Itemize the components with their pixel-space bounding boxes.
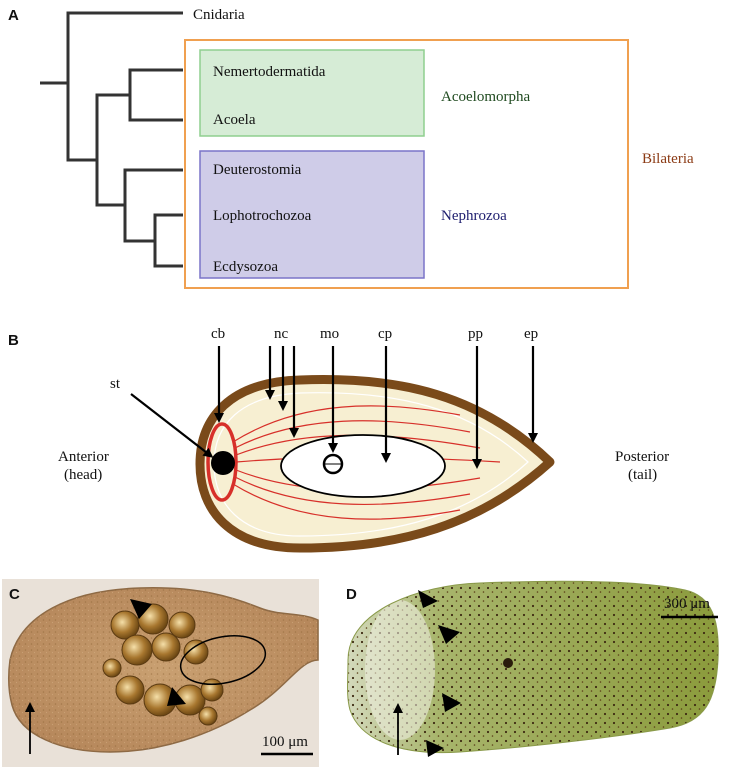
panel-c-letter: C (9, 586, 20, 603)
panel-a-letter: A (8, 7, 19, 24)
arrowhead-marker (130, 599, 152, 619)
taxon-nemertodermatida: Nemertodermatida (213, 64, 326, 80)
panel-a: A Cnidaria Nemertodermatida Acoela Deute… (8, 7, 694, 289)
nephrozoa-box (199, 150, 425, 279)
panel-b: B cb nc mo cp pp ep st (8, 326, 669, 553)
label-posterior-tail: (tail) (628, 467, 657, 483)
taxon-acoela: Acoela (213, 112, 256, 128)
label-pp: pp (468, 326, 483, 342)
pointer-arrows (130, 346, 538, 469)
label-st: st (110, 376, 121, 392)
taxon-lophotrochozoa: Lophotrochozoa (213, 208, 312, 224)
label-anterior: Anterior (58, 449, 109, 465)
label-mo: mo (320, 326, 339, 342)
label-cb: cb (211, 326, 225, 342)
scale-label-c: 100 μm (262, 734, 308, 750)
panel-d-letter: D (346, 586, 357, 603)
micrograph-c (7, 587, 319, 753)
taxon-deuterostomia: Deuterostomia (213, 162, 302, 178)
group-bilateria: Bilateria (642, 151, 694, 167)
label-nc: nc (274, 326, 289, 342)
central-parenchyma (280, 434, 446, 498)
panel-c: C 100 μm (2, 579, 319, 767)
label-ep: ep (524, 326, 538, 342)
acoelomorpha-box (199, 49, 425, 137)
phylogenetic-tree (40, 11, 183, 268)
arrowhead-marker (438, 625, 460, 644)
arrowhead-marker (442, 693, 461, 712)
group-nephrozoa: Nephrozoa (441, 208, 507, 224)
statocyst (211, 451, 235, 475)
bilateria-box (184, 39, 629, 289)
arrowhead-marker (426, 740, 444, 757)
arrowhead-marker (418, 590, 438, 608)
taxon-cnidaria: Cnidaria (193, 7, 245, 23)
label-cp: cp (378, 326, 392, 342)
label-anterior-head: (head) (64, 467, 102, 483)
scale-label-d: 300 μm (664, 596, 710, 612)
panel-d: D 300 μm (329, 578, 727, 768)
group-acoelomorpha: Acoelomorpha (441, 89, 530, 105)
taxon-ecdysozoa: Ecdysozoa (213, 259, 278, 275)
arrowhead-marker (167, 687, 186, 706)
commissural-brain (206, 422, 238, 502)
panel-b-letter: B (8, 332, 19, 349)
micrograph-d (347, 580, 719, 754)
label-posterior: Posterior (615, 449, 669, 465)
mouth-outline (179, 635, 267, 685)
mouth-spot (503, 658, 513, 668)
